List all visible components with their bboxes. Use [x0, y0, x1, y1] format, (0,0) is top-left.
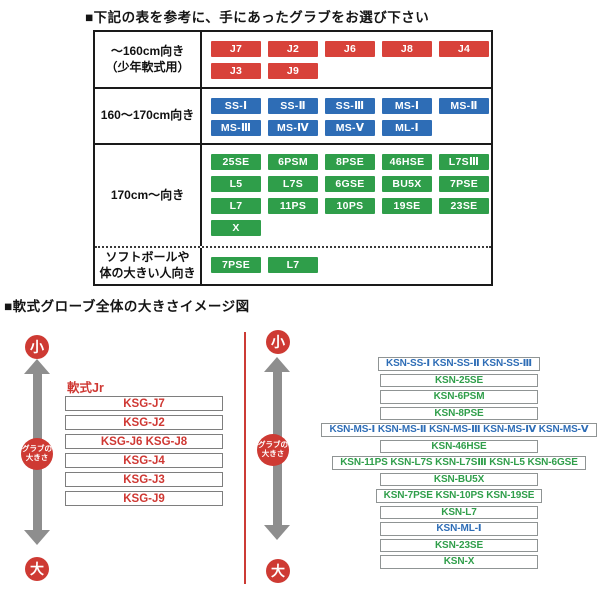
ksn-model-box: KSN-SS-Ⅰ KSN-SS-Ⅱ KSN-SS-Ⅲ — [377, 357, 541, 371]
glove-model-badge: MS-Ⅰ — [382, 98, 432, 114]
arrowhead-up-icon — [264, 357, 290, 372]
glove-model-badge: 7PSE — [211, 257, 261, 273]
series-label-junior: 軟式Jr — [67, 381, 104, 395]
glove-model-badge: J4 — [439, 41, 489, 57]
ksg-model-box: KSG-J6 KSG-J8 — [65, 434, 223, 449]
axis-label-line2: 大きさ — [25, 453, 49, 462]
arrowhead-up-icon — [24, 359, 50, 374]
ksg-model-box: KSG-J4 — [65, 453, 223, 468]
height-range-label-line: ～160cm向き — [110, 43, 185, 58]
ksn-model-box: KSN-ML-Ⅰ — [380, 522, 538, 536]
ksg-model-box: KSG-J2 — [65, 415, 223, 430]
table-section-title: ■下記の表を参考に、手にあったグラブをお選び下さい — [85, 10, 430, 25]
height-range-label: 170cm～向き — [95, 145, 202, 246]
ksn-model-box: KSN-25SE — [380, 373, 538, 387]
height-range-label-line: 体の大きい人向き — [99, 266, 196, 280]
glove-model-badge: 8PSE — [325, 154, 375, 170]
table-row: 160～170cm向き SS-Ⅰ SS-Ⅱ SS-Ⅲ MS-Ⅰ MS-Ⅱ MS-Ⅲ MS-Ⅳ M… — [95, 87, 491, 143]
ksn-model-box: KSN-23SE — [380, 538, 538, 552]
glove-model-badge: 19SE — [382, 198, 432, 214]
ksn-model-box: KSN-6PSM — [380, 390, 538, 404]
arrowhead-down-icon — [24, 530, 50, 545]
diagram-section-title: ■軟式グローブ全体の大きさイメージ図 — [4, 299, 250, 314]
height-range-label-line: （少年軟式用） — [105, 59, 190, 74]
badge-cell: 7PSE L7 — [202, 248, 491, 284]
height-range-label: ～160cm向き（少年軟式用） — [95, 32, 202, 87]
ksn-model-box: KSN-7PSE KSN-10PS KSN-19SE — [375, 489, 543, 503]
divider-line — [244, 332, 246, 584]
height-range-label-line: 160～170cm向き — [100, 108, 195, 123]
height-range-label-line: ソフトボールや — [105, 250, 190, 265]
glove-size-axis-label-left: グラブの 大きさ — [21, 438, 53, 470]
large-size-circle-right: 大 — [266, 559, 290, 583]
glove-model-badge: 25SE — [211, 154, 261, 170]
glove-model-badge: L7 — [211, 198, 261, 214]
glove-model-badge: J9 — [268, 63, 318, 79]
badge-cell: 25SE 6PSM 8PSE 46HSE L7SⅢ L5 L7S 6GSE BU5X 7PSE L7… — [202, 145, 491, 246]
glove-model-badge: SS-Ⅰ — [211, 98, 261, 114]
glove-model-badge: 46HSE — [382, 154, 432, 170]
glove-model-badge: SS-Ⅲ — [325, 98, 375, 114]
badge-cell: SS-Ⅰ SS-Ⅱ SS-Ⅲ MS-Ⅰ MS-Ⅱ MS-Ⅲ MS-Ⅳ MS-Ⅴ ML-Ⅰ — [202, 89, 491, 143]
glove-model-badge: J2 — [268, 41, 318, 57]
glove-model-badge: MS-Ⅴ — [325, 120, 375, 136]
ksg-model-box: KSG-J7 — [65, 396, 223, 411]
ksn-model-box: KSN-X — [380, 555, 538, 569]
ksn-model-box: KSN-11PS KSN-L7S KSN-L7SⅢ KSN-L5 KSN-6GS… — [332, 456, 586, 470]
glove-model-badge: L7 — [268, 257, 318, 273]
glove-model-badge: MS-Ⅱ — [439, 98, 489, 114]
glove-model-badge: J8 — [382, 41, 432, 57]
height-range-label-line: 170cm～向き — [110, 187, 185, 202]
glove-model-badge: MS-Ⅲ — [211, 120, 261, 136]
glove-model-badge: L7S — [268, 176, 318, 192]
glove-model-badge: 7PSE — [439, 176, 489, 192]
small-size-circle-left: 小 — [25, 335, 49, 359]
table-row: 170cm～向き 25SE 6PSM 8PSE 46HSE L7SⅢ L5 L7S 6GSE BU… — [95, 143, 491, 246]
ksn-model-box: KSN-MS-Ⅰ KSN-MS-Ⅱ KSN-MS-Ⅲ KSN-MS-Ⅳ KSN-… — [321, 423, 597, 437]
glove-size-axis-label-right: グラブの 大きさ — [257, 434, 289, 466]
glove-model-badge: MS-Ⅳ — [268, 120, 318, 136]
glove-model-badge: SS-Ⅱ — [268, 98, 318, 114]
glove-model-badge: J6 — [325, 41, 375, 57]
axis-label-line2: 大きさ — [261, 449, 285, 458]
ksn-model-list: KSN-SS-Ⅰ KSN-SS-Ⅱ KSN-SS-Ⅲ KSN-25SE KSN-6P… — [308, 357, 600, 569]
ksn-model-box: KSN-46HSE — [380, 439, 538, 453]
glove-model-badge: ML-Ⅰ — [382, 120, 432, 136]
large-size-circle-left: 大 — [25, 557, 49, 581]
glove-model-badge: X — [211, 220, 261, 236]
glove-model-badge: BU5X — [382, 176, 432, 192]
height-range-label: 160～170cm向き — [95, 89, 202, 143]
glove-model-badge: 11PS — [268, 198, 318, 214]
ksn-model-box: KSN-8PSE — [380, 406, 538, 420]
ksg-model-box: KSG-J3 — [65, 472, 223, 487]
ksn-model-box: KSN-L7 — [380, 505, 538, 519]
arrowhead-down-icon — [264, 525, 290, 540]
height-range-label: ソフトボールや体の大きい人向き — [95, 248, 202, 284]
glove-model-badge: J3 — [211, 63, 261, 79]
glove-model-badge: J7 — [211, 41, 261, 57]
ksg-model-box: KSG-J9 — [65, 491, 223, 506]
table-row: ソフトボールや体の大きい人向き 7PSE L7 — [95, 246, 491, 284]
glove-model-badge: L7SⅢ — [439, 154, 489, 170]
glove-model-badge: 6GSE — [325, 176, 375, 192]
glove-model-badge: 6PSM — [268, 154, 318, 170]
glove-model-badge: 10PS — [325, 198, 375, 214]
axis-label-line1: グラブの — [22, 444, 52, 454]
axis-label-line1: グラブの — [258, 440, 288, 450]
glove-model-badge: L5 — [211, 176, 261, 192]
small-size-circle-right: 小 — [266, 330, 290, 354]
ksn-model-box: KSN-BU5X — [380, 472, 538, 486]
glove-model-badge: 23SE — [439, 198, 489, 214]
